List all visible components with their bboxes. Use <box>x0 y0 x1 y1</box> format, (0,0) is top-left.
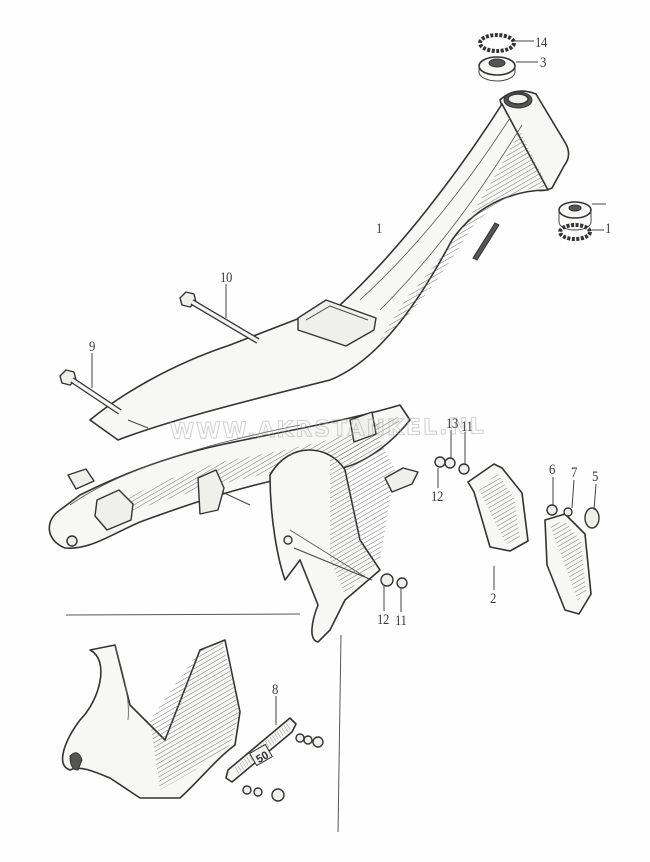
label-part-6: 6 <box>549 462 555 478</box>
tank-cover-left-part <box>467 463 529 590</box>
label-part-9: 9 <box>89 339 95 355</box>
upper-washers-part <box>434 430 470 488</box>
emblem-badge-text: 50 <box>254 749 271 766</box>
main-frame-part <box>48 90 570 643</box>
label-part-3: 3 <box>540 55 546 71</box>
label-part-1-frame: 1 <box>376 221 382 237</box>
label-part-7: 7 <box>571 465 577 481</box>
tank-cover-right-part <box>544 477 600 615</box>
bearing-cup-top-part <box>478 56 538 82</box>
ball-cage-top-part <box>478 33 534 53</box>
label-part-11-upper: 11 <box>461 419 473 435</box>
label-part-10: 10 <box>220 270 232 286</box>
label-part-14: 14 <box>535 35 547 51</box>
label-part-5: 5 <box>592 469 598 485</box>
label-part-12-lower: 12 <box>377 612 389 628</box>
separator-vertical <box>337 634 342 833</box>
separator-horizontal <box>65 613 301 616</box>
label-part-12-upper: 12 <box>431 489 443 505</box>
emblem-plate-part: 50 <box>225 696 324 802</box>
lower-washers-part <box>380 573 408 612</box>
short-bolt-part <box>59 353 122 415</box>
long-bolt-part <box>179 284 260 344</box>
label-part-2: 2 <box>490 591 496 607</box>
label-part-1-bearing: 1 <box>605 221 611 237</box>
label-part-13: 13 <box>446 416 458 432</box>
label-part-8: 8 <box>272 682 278 698</box>
bearing-cup-lower-part <box>558 201 606 241</box>
side-panel-cover-part <box>61 639 241 799</box>
label-part-11-lower: 11 <box>395 613 407 629</box>
